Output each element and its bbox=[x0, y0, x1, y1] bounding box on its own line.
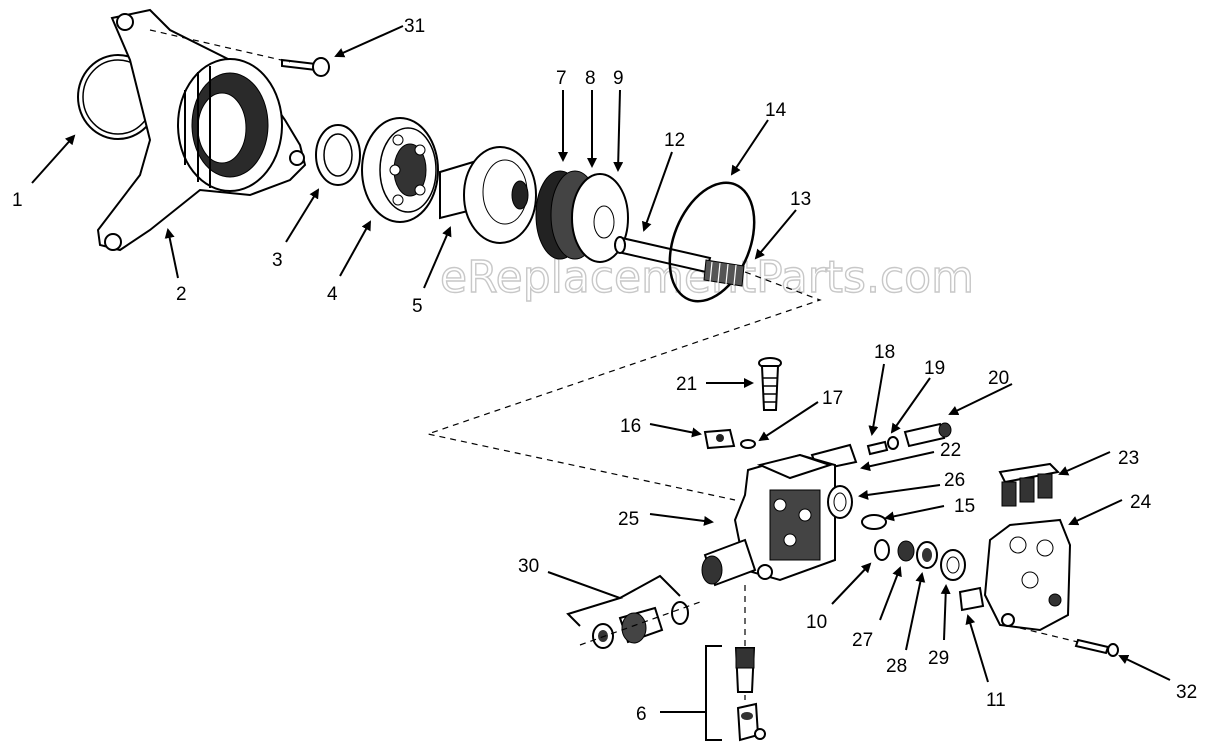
part-14-o-ring bbox=[668, 181, 756, 303]
callout-21: 21 bbox=[676, 374, 697, 395]
part-24-manifold-head bbox=[983, 518, 1072, 632]
callout-19: 19 bbox=[924, 358, 945, 379]
part-15-o-ring bbox=[861, 514, 887, 530]
callout-16: 16 bbox=[620, 416, 641, 437]
callout-12: 12 bbox=[664, 130, 685, 151]
parts-18-19-20-adjuster bbox=[866, 422, 952, 456]
callout-1: 1 bbox=[12, 190, 23, 211]
part-21-valve-spring bbox=[758, 357, 782, 411]
part-31-bolt bbox=[281, 57, 330, 77]
callout-3: 3 bbox=[272, 250, 283, 271]
callout-5: 5 bbox=[412, 296, 423, 317]
part-2-mounting-flange bbox=[96, 8, 307, 252]
part-17-ring bbox=[740, 439, 756, 449]
callout-25: 25 bbox=[618, 509, 639, 530]
part-6-check-valve bbox=[734, 585, 766, 742]
part-5-cam-shaft bbox=[439, 146, 537, 244]
callout-13: 13 bbox=[790, 189, 811, 210]
part-30-unloader-kit bbox=[579, 601, 701, 649]
callout-26: 26 bbox=[944, 470, 965, 491]
callout-31: 31 bbox=[404, 16, 425, 37]
callout-15: 15 bbox=[954, 496, 975, 517]
callout-4: 4 bbox=[327, 284, 338, 305]
callout-6: 6 bbox=[636, 704, 647, 725]
callout-24: 24 bbox=[1130, 492, 1152, 513]
part-16-fitting bbox=[703, 428, 736, 450]
callout-2: 2 bbox=[176, 284, 187, 305]
part-26-seal bbox=[827, 485, 853, 519]
valve-stack-parts bbox=[874, 539, 985, 612]
part-4-bearing bbox=[361, 117, 439, 223]
callout-labels: 1 2 3 4 5 6 7 8 9 10 11 12 13 14 15 16 1… bbox=[12, 16, 1197, 725]
callout-11: 11 bbox=[986, 690, 1006, 711]
part-3-seal bbox=[315, 124, 361, 186]
callout-28: 28 bbox=[886, 656, 907, 677]
callout-29: 29 bbox=[928, 648, 949, 669]
part-25-pump-manifold bbox=[701, 453, 836, 587]
callout-22: 22 bbox=[940, 440, 961, 461]
callout-9: 9 bbox=[613, 68, 624, 89]
callout-32: 32 bbox=[1176, 682, 1197, 703]
leader-lines bbox=[31, 25, 1171, 741]
callout-10: 10 bbox=[806, 612, 827, 633]
callout-20: 20 bbox=[988, 368, 1009, 389]
part-23-valve-caps bbox=[998, 462, 1061, 507]
callout-17: 17 bbox=[822, 388, 843, 409]
parts-7-8-9-plunger-plate bbox=[535, 170, 629, 263]
callout-7: 7 bbox=[556, 68, 567, 89]
callout-8: 8 bbox=[585, 68, 596, 89]
callout-14: 14 bbox=[765, 100, 787, 121]
part-32-bolt bbox=[1019, 627, 1119, 657]
callout-18: 18 bbox=[874, 342, 895, 363]
callout-30: 30 bbox=[518, 556, 539, 577]
callout-23: 23 bbox=[1118, 448, 1139, 469]
callout-27: 27 bbox=[852, 630, 873, 651]
part-13-spring bbox=[703, 259, 745, 287]
